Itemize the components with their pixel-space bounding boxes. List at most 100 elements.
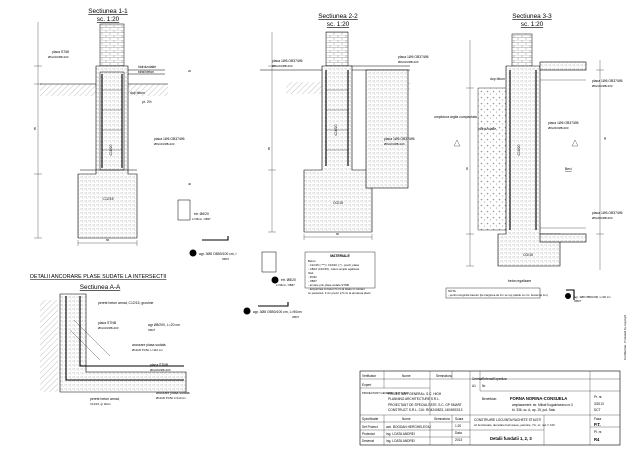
detail-subtitle: Sectiunea A-A	[80, 284, 121, 291]
section-3-3-scale: sc. 1:20	[521, 21, 544, 28]
materials-beton-1: - C12/15 (-***) / C16/20 (-*) - prezil, …	[308, 263, 359, 267]
section-markers	[453, 139, 579, 147]
label-c1620-s3: C16/20	[517, 144, 521, 155]
tb-company-1: PROIECTANT GENERAL: S.C. HIGH	[388, 392, 442, 396]
tb-cerinta-h: Cerinta	[472, 377, 483, 381]
label-hidroizolatie-s3: hidroizolatie	[478, 127, 496, 131]
detail-l5: OB37	[148, 328, 156, 332]
tie-bar	[202, 236, 229, 241]
label-placa-s2-rb: Ø8x100/Ø8x100	[398, 60, 419, 64]
dim-line-left	[268, 32, 276, 233]
tb-titlu-2: tot functionale, demolare fosti anexe, p…	[474, 423, 555, 427]
section-3-3-title: Sectiunea 3-3	[512, 13, 552, 20]
tb-company-2: PLANNING ARCHITECTURE S.R.L.	[388, 397, 440, 401]
dim-line-bottom	[77, 240, 138, 246]
label-agr-s1b: OB37	[222, 257, 230, 261]
tb-scara-h: Scara	[455, 417, 464, 421]
top-slab	[539, 61, 587, 71]
foundation-3-body	[497, 65, 561, 267]
tb-proiectat-nume: Ing. LOATA ANDREI	[386, 432, 415, 436]
label-placa-s2: placa 1Ø6 OB37/Ø6	[272, 59, 303, 63]
stirrups	[102, 89, 122, 151]
label-agr-s1: agr. 3Ø8 OB50/100 cm, l	[199, 252, 237, 256]
tb-nume2: Nume	[402, 417, 411, 421]
dim-line-bottom	[303, 234, 373, 240]
foundation-2-body	[303, 65, 373, 233]
title-block: Nume Semnatura Verificator Expert Cerint…	[359, 370, 621, 446]
brick-wall	[511, 33, 533, 69]
materials-otel-4: - acoperirea cu beton 5 cm la fetele in …	[308, 287, 365, 291]
label-cg15-s3: CG/15	[523, 253, 533, 257]
tb-proiectat: Proiectat	[362, 432, 375, 436]
dim-2: 60	[106, 238, 110, 242]
note-box	[445, 287, 541, 299]
section-3-3: Sectiunea 3-3 sc. 1:20 C16/20 CG/15 dop …	[434, 13, 623, 303]
tb-titlu-1: CONSTRUIRE LOCUINTA RACHETE STILISTI	[474, 418, 541, 422]
label-placa-s1-2: placa 1Ø6 OB37/Ø6	[154, 137, 185, 141]
stirrup-detail	[261, 251, 277, 273]
label-placa-s1b: Ø6x100/Ø6x100	[48, 55, 69, 59]
label-dop-bitum-s3: dop bitum	[490, 77, 505, 81]
materials-title: MATERIALE	[330, 254, 350, 258]
tb-plansa-h: Pl. nr.	[594, 430, 602, 434]
dim-4: 40	[188, 182, 192, 186]
slab-line	[128, 69, 165, 75]
tb-h-semnatura: Semnatura	[436, 374, 452, 378]
label-etrieri-s2: etr. Ø8/20	[281, 278, 296, 282]
label-c1620-s2: C16/20	[334, 124, 338, 135]
label-beton-egal: beton egalizare	[508, 279, 531, 283]
tie-bar	[566, 289, 575, 300]
rebar-vertical	[509, 70, 537, 230]
label-placa-s2-r2: placa 1Ø6 OB37/Ø6	[384, 137, 415, 141]
tb-ref-h: Referat/Expertiza	[482, 377, 507, 381]
tb-semn2: Semnatura	[434, 417, 450, 421]
label-c1215: C12/15	[103, 197, 114, 201]
tb-company-3: PROIECTANT DE SPECIALITATE: S.C. GP SMAR…	[388, 403, 462, 407]
tb-pr-v1: 3/2013	[594, 402, 604, 406]
detail-l9: Ø6x100/Ø6x100	[150, 368, 171, 372]
label-agr-s2: agr. 3Ø8 OB50/100 cm, L=90cm	[253, 310, 302, 314]
tb-adresa-1: amplasament: str. Mihail Kogalniceanu nr…	[512, 403, 573, 407]
materials-otel-h: Otel:	[308, 271, 314, 275]
tb-desenat-nume: Ing. LOATA ANDREI	[386, 439, 415, 443]
label-strat-beton: strat beton	[138, 70, 154, 74]
label-c1620: C16/20	[109, 144, 113, 155]
stirrups	[326, 89, 348, 151]
dim-8: 40	[603, 136, 607, 140]
section-2-2: Sectiunea 2-2 sc. 1:20 C16/20 CG/15 plac…	[243, 13, 429, 319]
tb-beneficiar-v: FORNA NORINA-CONSUELA	[510, 396, 567, 401]
detail-l10: perete beton armat,	[90, 397, 120, 401]
tb-plansa-titlu: Detalii fundatii 1, 2, 3	[490, 436, 532, 441]
marker-dot	[271, 276, 279, 284]
materials-otel-2: - OB37	[308, 279, 317, 283]
label-placa-s3c: placa 1Ø6 OB37/Ø6	[548, 121, 579, 125]
materials-otel-5: cu pamantul, 3 cm prezil, 2,5 cm la arma…	[308, 291, 371, 295]
label-cg15: CG/15	[333, 201, 343, 205]
dim-7: 60	[465, 166, 469, 170]
label-placa-s3e: placa 1Ø6 OB37/Ø6	[592, 211, 623, 215]
label-placa-s3: placa 1Ø6 OB37/Ø6	[592, 79, 623, 83]
brick-wall	[99, 23, 125, 67]
soil-hatch	[40, 84, 98, 96]
tb-pr-h: Pr. nr.	[594, 395, 603, 399]
detail-l2: placa STNB	[98, 321, 117, 325]
detail-l6: ancorare plasa sudata	[132, 343, 166, 347]
label-hidroizolatie: hidroizolatie	[138, 65, 156, 69]
tb-adresa-2: bl. 336, sc. A, ap. 15, jud. Satu	[512, 408, 555, 412]
soil-hatch	[128, 84, 168, 96]
brick-wall	[325, 31, 349, 67]
section-2-2-title: Sectiunea 2-2	[318, 13, 358, 20]
section-1-1-title: Sectiunea 1-1	[88, 8, 128, 15]
adjacent-wall	[365, 69, 409, 189]
tb-faza-h: Faza	[594, 417, 601, 421]
detail-a-a: DETALII ANCORARE PLASE SUDATE LA INTERSE…	[30, 274, 190, 406]
section-1-1: Sectiunea 1-1 sc. 1:20 C16/20 C12/15 pla…	[33, 8, 237, 261]
dim-line-left	[466, 40, 474, 267]
tb-company-4: CONSTRUCT S.R.L. CUI: RO4240823, J40/692…	[388, 408, 463, 412]
tb-h-nume: Nume	[402, 374, 411, 378]
tb-data-v: 2013	[455, 438, 462, 442]
tb-beneficiar-h: Beneficiar:	[482, 397, 497, 401]
tb-logo-text: PROIECTANT GENERAL: S.C. HIGH	[362, 391, 409, 395]
label-placa-s2b: Ø8x100/Ø8x100	[272, 64, 293, 68]
